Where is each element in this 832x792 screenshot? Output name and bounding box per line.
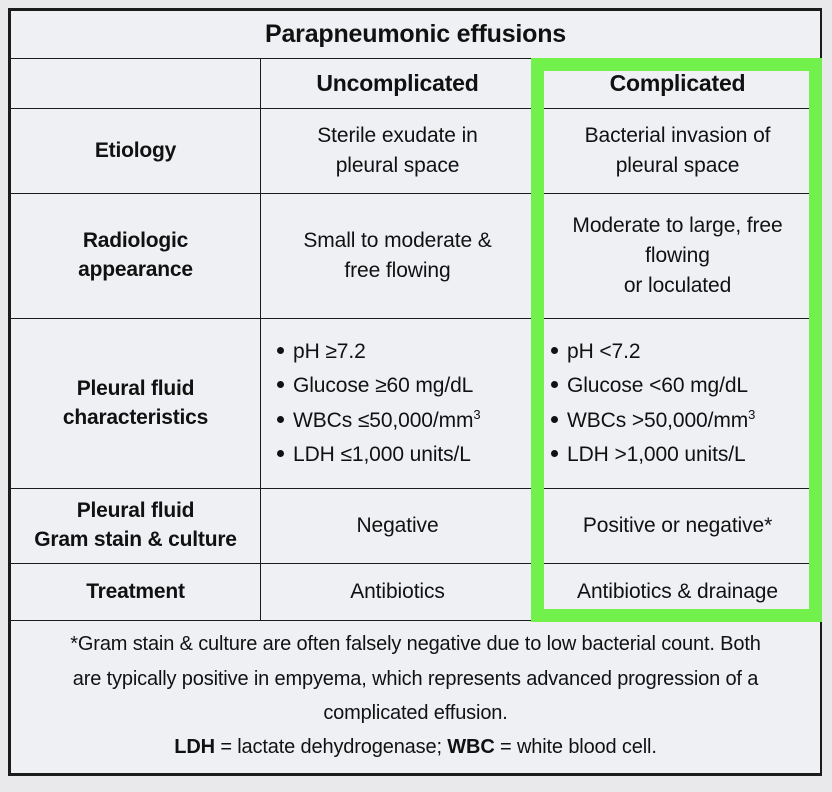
header-blank-corner [10,58,261,109]
bullet-list-uncomplicated: pH ≥7.2 Glucose ≥60 mg/dL WBCs ≤50,000/m… [267,335,528,471]
list-item: pH ≥7.2 [277,335,528,369]
cell-line: characteristics [62,405,209,429]
cell-gram-uncomplicated: Negative [260,488,535,564]
abbrev-wbc-term: WBC [447,736,495,759]
abbrev-wbc-definition: = white blood cell. [494,736,657,759]
cell-line: Sterile exudate in [317,124,478,148]
cell-treatment-complicated: Antibiotics & drainage [534,563,821,621]
bullet-text: pH <7.2 [567,340,641,364]
cell-line: or loculated [623,273,732,297]
row-label-radiologic-appearance: Radiologic appearance [10,193,261,319]
list-item: Glucose ≥60 mg/dL [277,369,528,403]
list-item: WBCs ≤50,000/mm3 [277,404,528,438]
footnote-line-1: *Gram stain & culture are often falsely … [70,633,761,656]
cell-line: Moderate to large, free [572,214,783,238]
row-label-treatment: Treatment [10,563,261,621]
abbrev-ldh-term: LDH [174,736,215,759]
cell-line: Pleural fluid [76,376,195,400]
cell-line: appearance [78,258,193,281]
footnote-line-2: are typically positive in empyema, which… [72,667,759,690]
cell-radiologic-complicated: Moderate to large, free flowing or locul… [534,193,821,319]
table-title-row: Parapneumonic effusions [10,10,821,59]
bullet-list-complicated: pH <7.2 Glucose <60 mg/dL WBCs >50,000/m… [541,335,814,471]
bullet-text: LDH >1,000 units/L [567,442,746,466]
cell-fluid-uncomplicated: pH ≥7.2 Glucose ≥60 mg/dL WBCs ≤50,000/m… [260,318,535,489]
list-item: LDH ≤1,000 units/L [277,438,528,472]
bullet-text: LDH ≤1,000 units/L [293,442,471,466]
bullet-text: Glucose <60 mg/dL [567,374,748,398]
list-item: Glucose <60 mg/dL [551,369,814,403]
list-item: LDH >1,000 units/L [551,438,814,472]
cell-line: Bacterial invasion of [584,124,771,148]
list-item: pH <7.2 [551,335,814,369]
cell-fluid-complicated: pH <7.2 Glucose <60 mg/dL WBCs >50,000/m… [534,318,821,489]
footnote-block: *Gram stain & culture are often falsely … [10,620,821,774]
cell-line: Pleural fluid [76,499,195,523]
cell-etiology-complicated: Bacterial invasion of pleural space [534,108,821,194]
header-complicated: Complicated [534,58,821,109]
bullet-text: pH ≥7.2 [293,340,366,364]
comparison-table: Parapneumonic effusions Uncomplicated Co… [10,10,821,774]
cell-line: flowing [645,244,710,268]
cell-radiologic-uncomplicated: Small to moderate & free flowing [260,193,535,319]
parapneumonic-effusions-table: Parapneumonic effusions Uncomplicated Co… [8,8,822,776]
footnote-line-3: complicated effusion. [323,702,508,724]
cell-treatment-uncomplicated: Antibiotics [260,563,535,621]
table-row-pleural-fluid-characteristics: Pleural fluid characteristics pH ≥7.2 Gl… [10,318,821,489]
header-uncomplicated: Uncomplicated [260,58,535,109]
cell-line: free flowing [344,259,451,282]
cell-line: Radiologic [82,229,189,253]
cell-line: Small to moderate & [303,229,492,253]
bullet-superscript: 3 [473,406,481,422]
bullet-text: Glucose ≥60 mg/dL [293,374,474,398]
cell-gram-complicated: Positive or negative* [534,488,821,564]
table-footnote-row: *Gram stain & culture are often falsely … [10,620,821,774]
table-title: Parapneumonic effusions [10,10,821,59]
table-row-gram-stain-culture: Pleural fluid Gram stain & culture Negat… [10,488,821,564]
cell-line: pleural space [615,154,740,177]
bullet-superscript: 3 [748,406,756,422]
table-row-etiology: Etiology Sterile exudate in pleural spac… [10,108,821,194]
row-label-pleural-fluid-characteristics: Pleural fluid characteristics [10,318,261,489]
bullet-text: WBCs ≤50,000/mm [293,408,474,432]
table-row-treatment: Treatment Antibiotics Antibiotics & drai… [10,563,821,621]
list-item: WBCs >50,000/mm3 [551,404,814,438]
footnote-abbreviations: LDH = lactate dehydrogenase; WBC = white… [17,731,814,763]
cell-etiology-uncomplicated: Sterile exudate in pleural space [260,108,535,194]
row-label-etiology: Etiology [10,108,261,194]
abbrev-ldh-definition: = lactate dehydrogenase; [214,736,448,759]
table-row-radiologic-appearance: Radiologic appearance Small to moderate … [10,193,821,319]
cell-line: pleural space [335,154,460,177]
cell-line: Gram stain & culture [34,528,237,551]
bullet-text: WBCs >50,000/mm [567,408,749,432]
table-header-row: Uncomplicated Complicated [10,58,821,109]
row-label-gram-stain-culture: Pleural fluid Gram stain & culture [10,488,261,564]
